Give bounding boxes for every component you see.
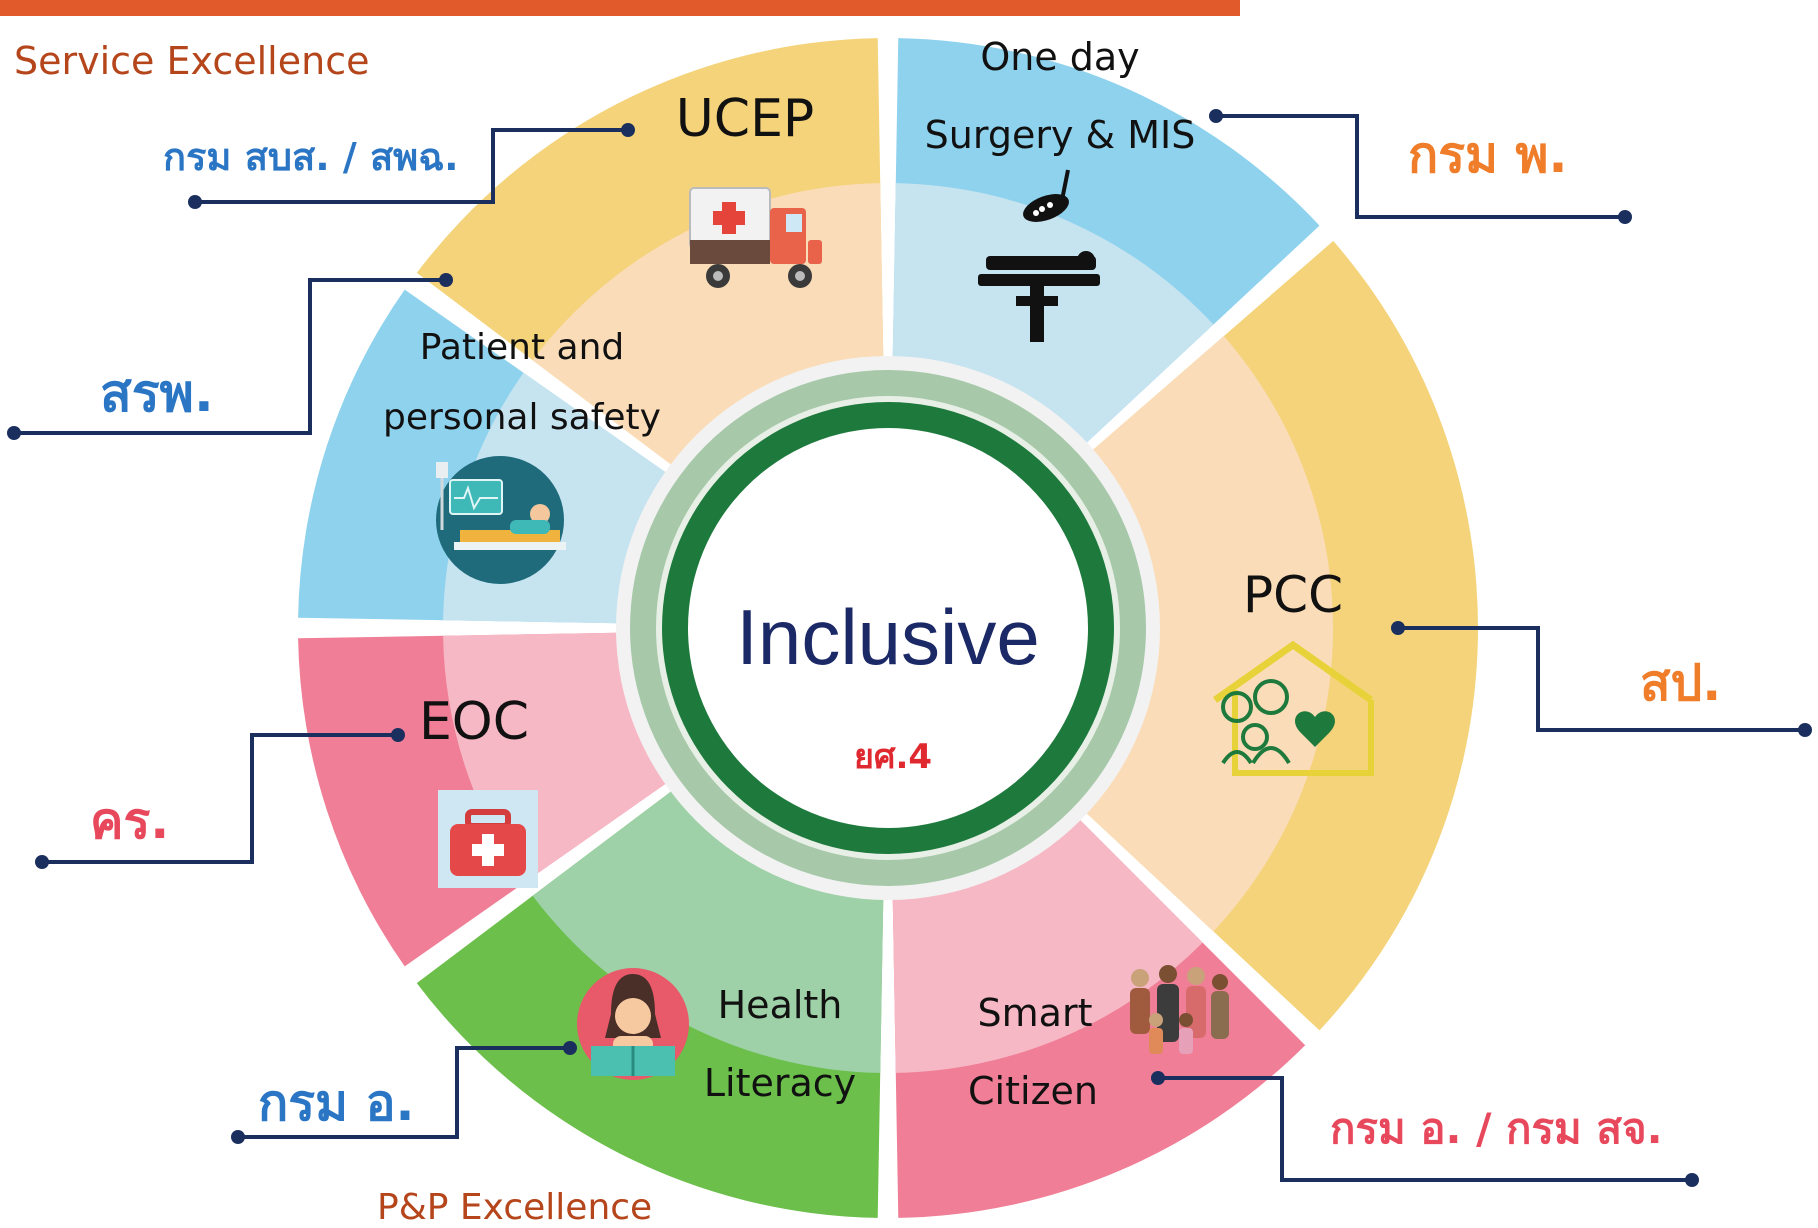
callout-one-day: กรม พ. — [1408, 126, 1568, 184]
one-day-title-line2: Surgery & MIS — [924, 113, 1196, 157]
callout-smart-citizen: กรม อ. / กรม สจ. — [1330, 1104, 1663, 1153]
one-day-title-line1: One day — [980, 35, 1140, 79]
ambulance-icon — [689, 187, 822, 288]
ring-segments — [298, 38, 1479, 1218]
callout-health-literacy: กรม อ. — [258, 1074, 415, 1132]
callout-pcc: สป. — [1640, 654, 1722, 712]
pp-excellence-title: P&P Excellence — [377, 1187, 653, 1228]
center-subtitle: ยศ.4 — [853, 737, 933, 777]
connector-one-day — [1216, 114, 1625, 219]
connector-ucep — [195, 128, 628, 204]
patient-safety-title-line2: personal safety — [383, 397, 661, 438]
hospital-bed-icon — [436, 456, 566, 584]
connector-patient-safety — [14, 278, 446, 435]
callout-ucep: กรม สบส. / สพฉ. — [163, 135, 459, 179]
family-home-icon — [1212, 640, 1374, 776]
connector-smart-citizen — [1158, 1076, 1692, 1182]
segment-health-literacy-inner — [532, 790, 884, 1073]
family-group-icon — [1130, 965, 1229, 1054]
service-excellence-title: Service Excellence — [14, 39, 370, 83]
connector-eoc — [42, 733, 398, 864]
connector-lines — [14, 114, 1805, 1182]
pcc-title: PCC — [1243, 566, 1343, 624]
callout-eoc: คร. — [90, 792, 170, 850]
smart-citizen-title-line2: Citizen — [968, 1069, 1098, 1113]
connector-health-literacy — [238, 1046, 570, 1139]
surgery-table-icon — [978, 169, 1100, 342]
callout-patient-safety: สรพ. — [100, 364, 214, 424]
connector-pcc — [1398, 626, 1805, 732]
first-aid-kit-icon — [438, 790, 538, 888]
center-title: Inclusive — [736, 593, 1040, 681]
segment-pcc-inner — [1085, 336, 1333, 932]
health-literacy-title-line2: Literacy — [703, 1061, 857, 1105]
eoc-title: EOC — [418, 692, 530, 752]
segment-smart-citizen-inner — [892, 818, 1203, 1073]
health-literacy-title-line1: Health — [717, 983, 843, 1027]
ucep-title: UCEP — [675, 89, 815, 149]
segment-one-day-inner — [892, 183, 1214, 444]
reading-woman-icon — [577, 968, 689, 1080]
center-hub — [616, 356, 1160, 900]
header-bar — [0, 0, 1240, 16]
patient-safety-title-line1: Patient and — [419, 327, 625, 368]
connector-dots — [7, 109, 1812, 1187]
smart-citizen-title-line1: Smart — [977, 991, 1093, 1035]
